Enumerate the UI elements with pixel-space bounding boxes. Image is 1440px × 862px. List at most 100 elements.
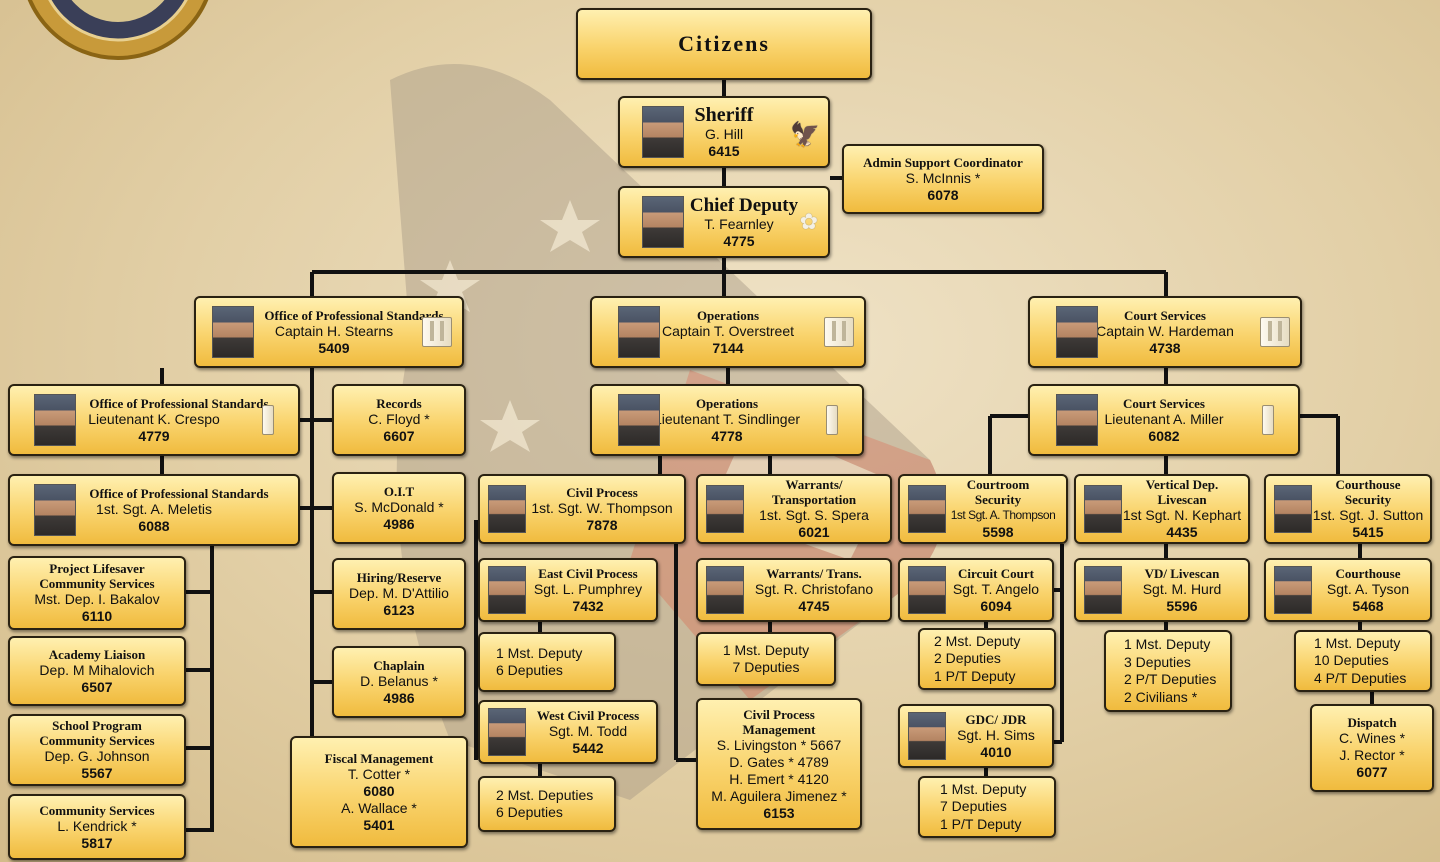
warrants-staff-line-2: 7 Deputies [732,659,800,675]
vertical-title-1: Vertical Dep. [1145,477,1219,492]
vertical-title-2: Livescan [1157,492,1207,507]
civil-mgmt-line-5: 6153 [763,804,795,821]
vertical-name: 1st Sgt. N. Kephart [1122,507,1242,523]
warrants-name: 1st. Sgt. S. Spera [759,507,869,523]
courthouse-photo [1274,566,1312,614]
gdc-title: GDC/ JDR [965,711,1027,727]
vertical-photo [1084,485,1122,533]
warrants-title-1: Warrants/ [785,477,843,492]
courthouse-ext: 5468 [1352,597,1384,614]
courtroom-security-box: Courtroom Security 1st Sgt. A. Thompson … [898,474,1068,544]
operations-lieutenant-name: Lieutenant T. Sindlinger [653,410,801,427]
civil-ext: 7878 [586,516,618,533]
academy-liaison-box: Academy Liaison Dep. M Mihalovich 6507 [8,636,186,706]
courtroom-photo [908,485,946,533]
ops-captain-photo [212,306,254,358]
community-services-box: Community Services L. Kendrick * 5817 [8,794,186,860]
sheriff-ext: 6415 [708,143,740,159]
vd-staff-line-3: 2 P/T Deputies [1124,671,1217,687]
courthouse-staff-box: 1 Mst. Deputy 10 Deputies 4 P/T Deputies [1294,630,1432,692]
dispatch-name-2: J. Rector * [1339,747,1405,763]
east-civil-ext: 7432 [572,597,604,614]
oak-leaf-insignia-icon: ✿ [799,209,818,234]
lifesaver-title-1: Project Lifesaver [49,561,145,576]
operations-captain-title: Operations [696,307,760,323]
chaplain-box: Chaplain D. Belanus * 4986 [332,646,466,718]
dispatch-ext: 6077 [1356,764,1388,780]
academy-title: Academy Liaison [48,646,146,662]
chs-title-2: Security [1344,492,1392,507]
civil-title: Civil Process [566,484,638,500]
admin-name: S. McInnis * [905,169,981,186]
records-title: Records [376,395,422,411]
court-lieutenant-box: Court Services Lieutenant A. Miller 6082 [1028,384,1300,456]
circuit-staff-line-2: 2 Deputies [934,650,1001,667]
vd-title: VD/ Livescan [1144,565,1220,581]
west-civil-title: West Civil Process [536,707,640,723]
court-captain-title: Court Services [1124,307,1206,323]
circuit-title: Circuit Court [958,565,1034,581]
records-box: Records C. Floyd * 6607 [332,384,466,456]
circuit-staff-line-3: 1 P/T Deputy [934,667,1016,684]
circuit-court-staff-box: 2 Mst. Deputy 2 Deputies 1 P/T Deputy [918,628,1056,690]
court-captain-photo [1056,306,1098,358]
gdc-photo [908,712,946,760]
courthouse-staff-line-3: 4 P/T Deputies [1314,669,1407,686]
circuit-court-box: Circuit Court Sgt. T. Angelo 6094 [898,558,1054,622]
civil-mgmt-line-1: S. Livingston * 5667 [716,736,842,753]
oit-box: O.I.T S. McDonald * 4986 [332,472,466,544]
school-title-1: School Program [52,718,142,733]
warrants-photo [706,485,744,533]
west-civil-name: Sgt. M. Todd [548,722,628,739]
captain-bars-icon [422,317,452,347]
warrants-trans-title: Warrants/ Trans. [766,565,862,581]
chs-ext: 5415 [1352,524,1384,540]
circuit-name: Sgt. T. Angelo [952,580,1040,597]
chief-name: T. Fearnley [704,215,774,232]
east-staff-line-2: 6 Deputies [496,662,563,678]
ops-sergeant-ext: 6088 [138,517,170,534]
citizens-box: Citizens [576,8,872,80]
academy-name: Dep. M Mihalovich [39,661,155,678]
circuit-ext: 6094 [980,597,1012,614]
operations-captain-ext: 7144 [712,339,744,356]
dispatch-box: Dispatch C. Wines * J. Rector * 6077 [1310,704,1434,792]
circuit-court-photo [908,566,946,614]
sheriff-title: Sheriff [694,104,754,126]
community-ext: 5817 [81,834,113,851]
east-civil-photo [488,566,526,614]
project-lifesaver-box: Project Lifesaver Community Services Mst… [8,556,186,630]
lifesaver-name: Mst. Dep. I. Bakalov [34,591,160,607]
east-civil-process-box: East Civil Process Sgt. L. Pumphrey 7432 [478,558,658,622]
school-program-box: School Program Community Services Dep. G… [8,714,186,786]
court-lieutenant-photo [1056,394,1098,446]
west-civil-process-box: West Civil Process Sgt. M. Todd 5442 [478,700,658,764]
ops-lieutenant-title: Office of Professional Standards [89,395,269,411]
civil-name: 1st. Sgt. W. Thompson [531,499,673,516]
civil-mgmt-title-2: Management [742,721,816,737]
chs-name: 1st. Sgt. J. Sutton [1312,507,1424,523]
vertical-ext: 4435 [1166,524,1198,540]
courtroom-name: 1st Sgt. A. Thompson [950,508,1056,522]
court-captain-name: Captain W. Hardeman [1096,322,1234,339]
lifesaver-title-2: Community Services [39,576,155,591]
oit-name: S. McDonald * [354,498,444,515]
ops-sergeant-name: 1st. Sgt. A. Meletis [96,500,212,517]
gdc-staff-box: 1 Mst. Deputy 7 Deputies 1 P/T Deputy [918,776,1056,838]
chief-deputy-box: Chief Deputy T. Fearnley 4775 ✿ [618,186,830,258]
vd-photo [1084,566,1122,614]
east-civil-title: East Civil Process [538,565,638,581]
warrants-trans-photo [706,566,744,614]
vd-livescan-box: VD/ Livescan Sgt. M. Hurd 5596 [1074,558,1250,622]
school-ext: 5567 [81,765,113,781]
citizens-title: Citizens [678,31,770,56]
ops-lieutenant-ext: 4779 [138,427,170,444]
court-lieutenant-ext: 6082 [1148,427,1180,444]
records-ext: 6607 [383,427,415,444]
operations-lieutenant-title: Operations [695,395,759,411]
lifesaver-ext: 6110 [81,608,113,624]
hiring-name: Dep. M. D'Attilio [349,584,449,601]
chief-deputy-photo [642,196,684,248]
dispatch-name-1: C. Wines * [1338,730,1406,746]
warrants-title-2: Transportation [771,492,857,507]
